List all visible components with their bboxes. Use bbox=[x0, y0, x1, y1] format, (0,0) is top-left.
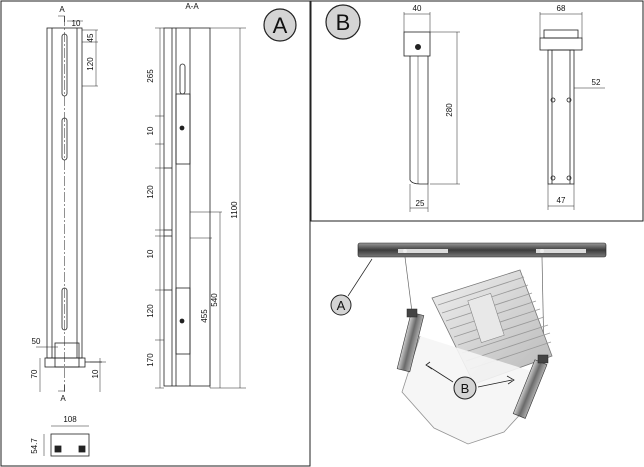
dim-170: 170 bbox=[146, 353, 155, 367]
arm-left bbox=[396, 308, 425, 373]
section-marker-top: A bbox=[58, 5, 65, 22]
dim-10-bottom: 10 bbox=[91, 369, 100, 378]
dim-54-7: 54.7 bbox=[30, 438, 39, 454]
section-title: A-A bbox=[185, 2, 199, 11]
panel-b-badge-label: B bbox=[336, 10, 351, 35]
dim-455: 455 bbox=[200, 309, 209, 323]
dim-108: 108 bbox=[63, 415, 77, 424]
dim-40: 40 bbox=[413, 4, 422, 13]
panel-b: B 40 280 25 bbox=[310, 0, 644, 222]
dim-280: 280 bbox=[445, 103, 454, 117]
dim-52: 52 bbox=[592, 78, 601, 87]
assembly-photo: A B bbox=[330, 242, 607, 445]
luminaire-body bbox=[401, 269, 553, 445]
section-view-rail bbox=[163, 27, 211, 387]
dim-50: 50 bbox=[32, 337, 41, 346]
dim-120-section-1: 120 bbox=[146, 185, 155, 199]
bottom-end-view bbox=[43, 425, 90, 457]
rail-slot-left bbox=[398, 249, 448, 253]
dim-10-top: 10 bbox=[72, 19, 81, 28]
dim-68: 68 bbox=[557, 4, 566, 13]
dim-265: 265 bbox=[146, 69, 155, 83]
dim-25: 25 bbox=[416, 199, 425, 208]
panel-a-frame bbox=[0, 0, 311, 467]
section-marker-bottom: A bbox=[58, 385, 66, 403]
front-view-rail bbox=[44, 16, 102, 392]
callout-a: A bbox=[330, 258, 373, 316]
arm-side-view bbox=[403, 31, 431, 185]
panel-b-badge: B bbox=[325, 4, 361, 40]
dim-10-section-2: 10 bbox=[146, 249, 155, 258]
callout-b-label: B bbox=[461, 381, 470, 396]
dim-45: 45 bbox=[86, 33, 95, 42]
mounting-rail bbox=[357, 242, 607, 258]
dim-10-section-1: 10 bbox=[146, 126, 155, 135]
dim-540: 540 bbox=[210, 293, 219, 307]
arm-right bbox=[512, 354, 549, 419]
dim-120-front: 120 bbox=[86, 57, 95, 71]
svg-text:A: A bbox=[60, 394, 66, 403]
dim-47: 47 bbox=[557, 196, 566, 205]
callout-a-label: A bbox=[337, 298, 346, 313]
panel-a: A A-A A A bbox=[0, 0, 311, 467]
callout-b: B bbox=[425, 361, 515, 400]
panel-a-badge: A bbox=[263, 8, 297, 42]
panel-a-badge-label: A bbox=[273, 13, 288, 38]
rail-slot-right bbox=[536, 249, 586, 253]
svg-text:A: A bbox=[59, 5, 65, 14]
panel-b-frame bbox=[310, 0, 644, 222]
dim-70: 70 bbox=[30, 369, 39, 378]
dim-120-section-2: 120 bbox=[146, 304, 155, 318]
dim-1100: 1100 bbox=[230, 201, 239, 219]
arm-front-view bbox=[539, 29, 583, 185]
